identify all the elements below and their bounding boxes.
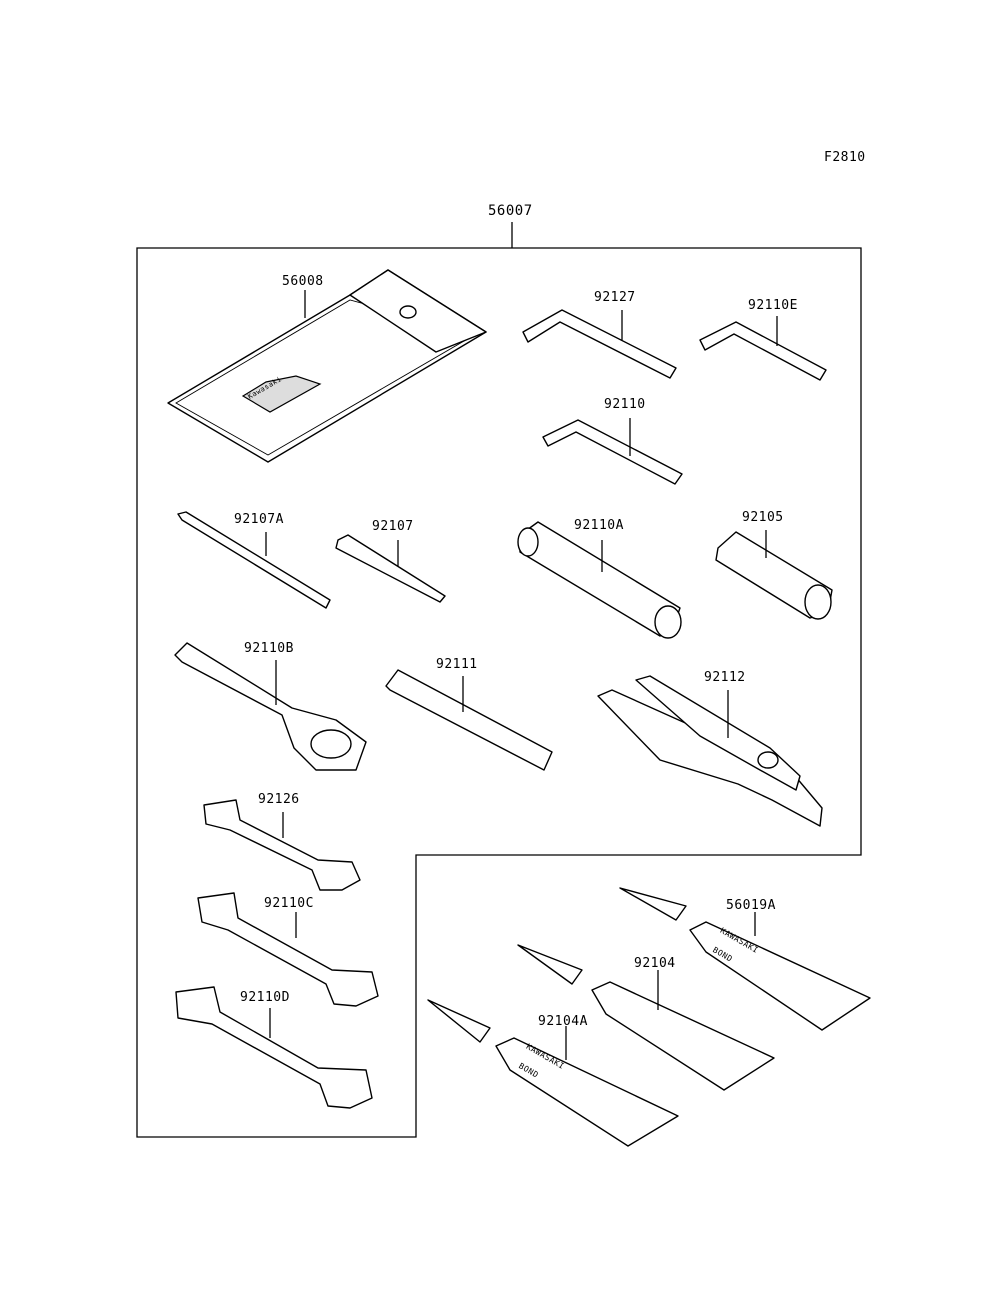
label-92111: 92111 <box>436 657 478 672</box>
label-92107a: 92107A <box>234 512 284 527</box>
label-92110a: 92110A <box>574 518 624 533</box>
wrench-92110d <box>175 986 373 1109</box>
screwdriver-92107a <box>177 511 331 609</box>
pliers-92112 <box>597 675 823 827</box>
socket-92110a <box>517 521 682 639</box>
label-56008: 56008 <box>282 274 324 289</box>
wrench-92110c <box>197 892 379 1007</box>
label-92107: 92107 <box>372 519 414 534</box>
hex-key-92110e <box>699 316 827 381</box>
kit-frame <box>136 247 862 1138</box>
label-92110e: 92110E <box>748 298 798 313</box>
label-92112: 92112 <box>704 670 746 685</box>
tool-pouch <box>167 269 487 463</box>
wrench-92126 <box>203 799 361 891</box>
label-92105: 92105 <box>742 510 784 525</box>
tube-92104 <box>517 944 775 1091</box>
hex-key-92110 <box>542 418 683 485</box>
label-92104: 92104 <box>634 956 676 971</box>
bond-tube-92104a <box>427 999 679 1147</box>
figure-code: F2810 <box>824 150 866 165</box>
label-92110b: 92110B <box>244 641 294 656</box>
screwdriver-92107 <box>335 534 446 603</box>
kit-label: 56007 <box>488 203 533 219</box>
label-92110d: 92110D <box>240 990 290 1005</box>
box-wrench-92110b <box>174 642 367 771</box>
plug-tool-92105 <box>715 530 833 620</box>
label-92110c: 92110C <box>264 896 314 911</box>
hex-key-92127 <box>522 309 677 379</box>
label-92126: 92126 <box>258 792 300 807</box>
label-92104a: 92104A <box>538 1014 588 1029</box>
label-56019a: 56019A <box>726 898 776 913</box>
handle-92111 <box>385 669 553 771</box>
label-92110: 92110 <box>604 397 646 412</box>
label-92127: 92127 <box>594 290 636 305</box>
bond-tube-56019a <box>619 887 871 1031</box>
